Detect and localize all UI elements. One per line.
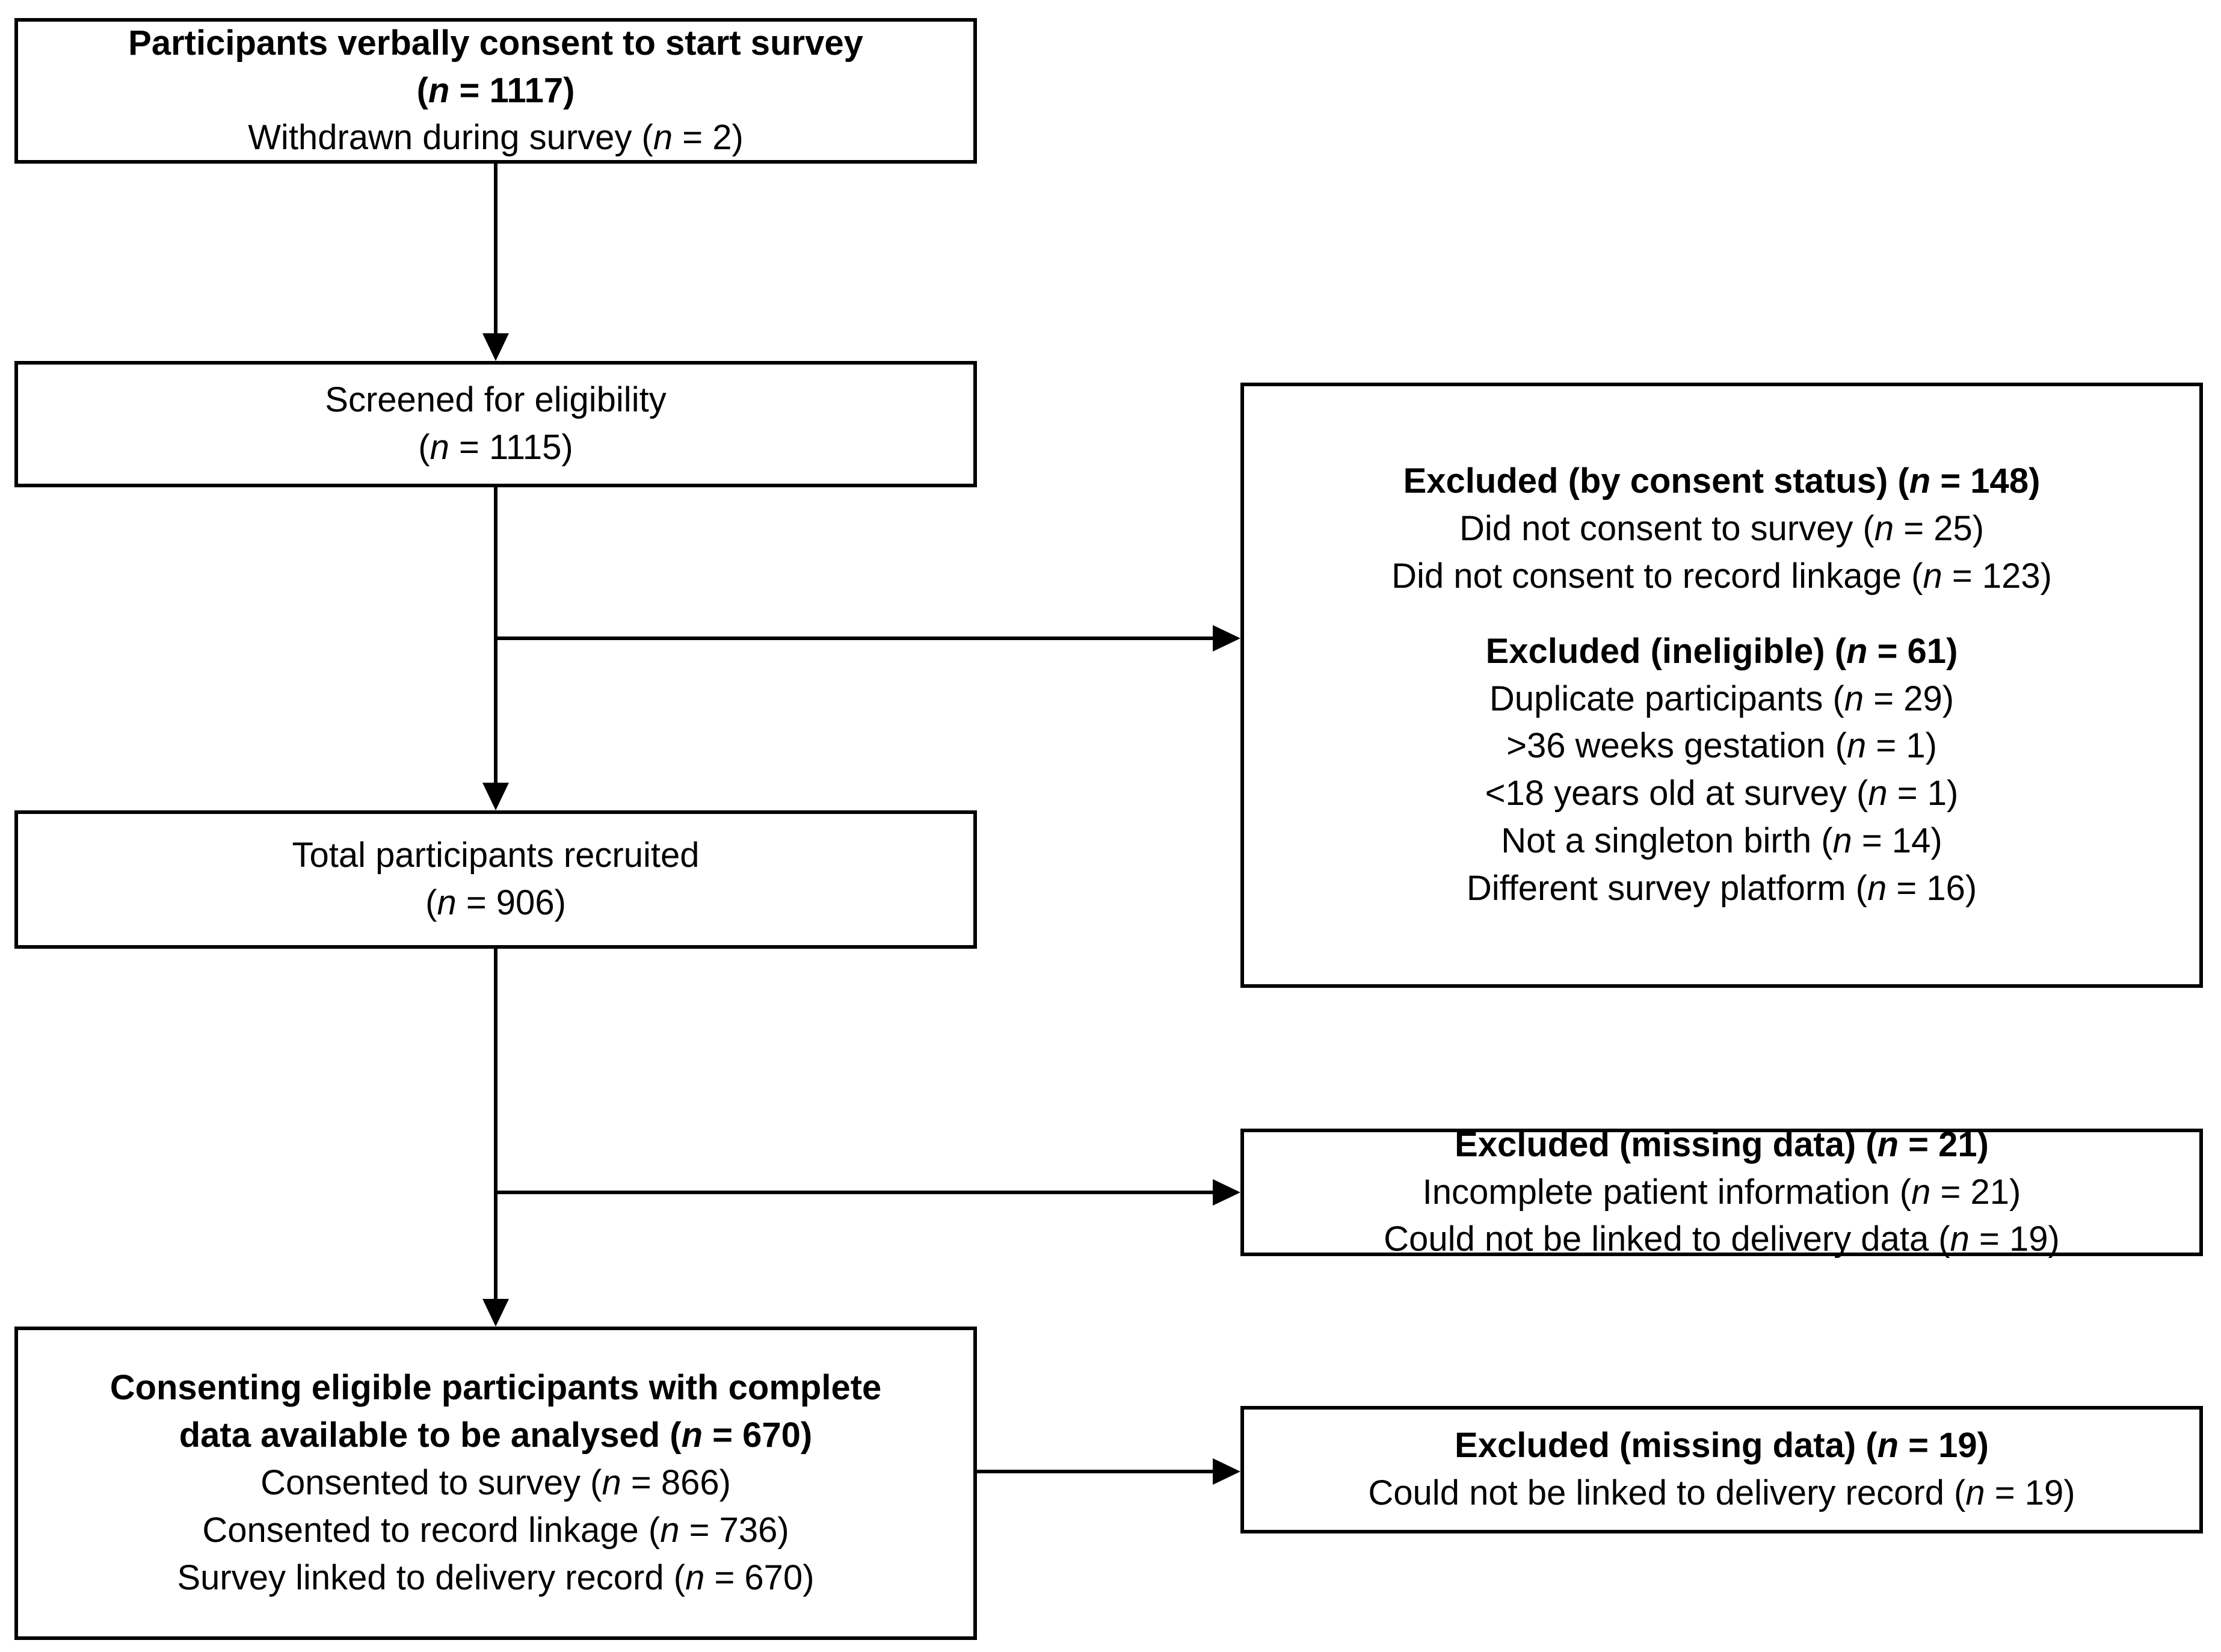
- arrowhead-screened-to-recruited: [482, 783, 509, 810]
- excluded-missing-21-item-0: Incomplete patient information (n = 21): [1422, 1172, 2021, 1212]
- excluded-missing-19-heading: Excluded (missing data) (n = 19): [1455, 1426, 1989, 1466]
- excluded-missing-21-heading: Excluded (missing data) (n = 21): [1455, 1124, 1989, 1164]
- node-consent-line-2: Withdrawn during survey (n = 2): [248, 118, 744, 158]
- connector-analysed-to-excluded-missing-19: [977, 1470, 1214, 1473]
- excluded-ineligible-item-2: <18 years old at survey (n = 1): [1485, 774, 1959, 813]
- node-recruited-line-1: (n = 906): [425, 883, 566, 922]
- connector-recruited-to-excluded-missing-21: [494, 1191, 1214, 1194]
- excluded-missing-19-item-0: Could not be linked to delivery record (…: [1368, 1473, 2075, 1512]
- node-recruited: Total participants recruited (n = 906): [14, 810, 977, 949]
- node-consent-line-0: Participants verbally consent to start s…: [128, 23, 863, 63]
- node-analysed: Consenting eligible participants with co…: [14, 1327, 977, 1640]
- excluded-ineligible-item-4: Different survey platform (n = 16): [1466, 869, 1977, 908]
- connector-recruited-trunk: [494, 949, 497, 1300]
- excluded-missing-21-item-1: Could not be linked to delivery data (n …: [1384, 1219, 2060, 1259]
- connector-screened-to-excluded: [494, 636, 1214, 640]
- node-analysed-line-1: data available to be analysed (n = 670): [179, 1416, 813, 1455]
- node-analysed-line-2: Consented to survey (n = 866): [260, 1463, 731, 1503]
- arrowhead-recruited-to-analysed: [482, 1299, 509, 1327]
- arrowhead-recruited-to-excluded-missing-21: [1213, 1179, 1240, 1206]
- arrowhead-screened-to-excluded: [1213, 625, 1240, 652]
- node-screened: Screened for eligibility (n = 1115): [14, 361, 977, 487]
- node-excluded-missing-19: Excluded (missing data) (n = 19) Could n…: [1240, 1406, 2203, 1533]
- excluded-consent-item-0: Did not consent to survey (n = 25): [1459, 508, 1985, 548]
- node-consent-line-1: (n = 1117): [416, 70, 575, 110]
- node-analysed-line-3: Consented to record linkage (n = 736): [202, 1510, 789, 1550]
- arrowhead-consent-to-screened: [482, 333, 509, 361]
- excluded-consent-heading: Excluded (by consent status) (n = 148): [1403, 461, 2041, 501]
- connector-screened-trunk: [494, 487, 497, 783]
- node-excluded-missing-21: Excluded (missing data) (n = 21) Incompl…: [1240, 1125, 2203, 1259]
- node-recruited-line-0: Total participants recruited: [292, 836, 700, 875]
- node-screened-line-1: (n = 1115): [418, 428, 573, 467]
- node-analysed-line-4: Survey linked to delivery record (n = 67…: [177, 1558, 815, 1597]
- excluded-consent-item-1: Did not consent to record linkage (n = 1…: [1391, 556, 2052, 596]
- node-consent: Participants verbally consent to start s…: [14, 18, 977, 164]
- arrowhead-analysed-to-excluded-missing-19: [1213, 1458, 1240, 1485]
- excluded-ineligible-heading: Excluded (ineligible) (n = 61): [1485, 631, 1958, 671]
- excluded-ineligible-item-3: Not a singleton birth (n = 14): [1501, 821, 1942, 861]
- node-excluded-consent-ineligible: Excluded (by consent status) (n = 148) D…: [1240, 383, 2203, 988]
- excluded-ineligible-item-0: Duplicate participants (n = 29): [1489, 679, 1955, 718]
- node-screened-line-0: Screened for eligibility: [325, 380, 667, 420]
- node-analysed-line-0: Consenting eligible participants with co…: [109, 1368, 882, 1408]
- excluded-ineligible-item-1: >36 weeks gestation (n = 1): [1506, 726, 1937, 766]
- connector-consent-to-screened: [494, 164, 497, 334]
